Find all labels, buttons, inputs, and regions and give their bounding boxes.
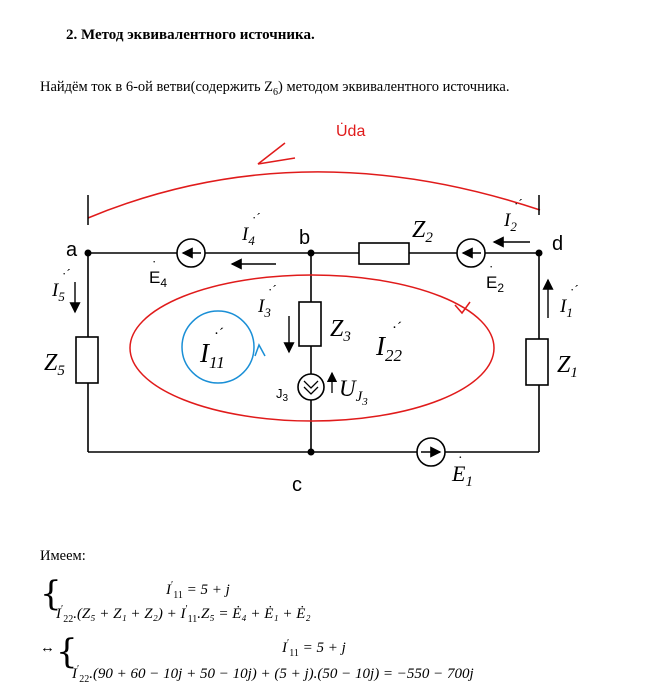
svg-text:·ˊ: ·ˊ <box>514 196 523 211</box>
node-a-dot <box>84 249 92 257</box>
i22-label: I22 <box>375 331 403 365</box>
node-a-label: a <box>66 239 78 261</box>
circuit-diagram: U̇da a b d c Z5 Z3 Z1 Z2 E4 · E2 · E1 · … <box>44 122 579 496</box>
svg-text:·: · <box>489 259 493 274</box>
loop-i22 <box>129 274 495 422</box>
z3-resistor <box>298 301 322 347</box>
i1-label: I1 <box>559 296 573 320</box>
intro-text: Найдём ток в 6-ой ветви(содержить Z6) ме… <box>40 79 510 98</box>
uda-curve <box>87 171 541 219</box>
z5-label: Z5 <box>44 350 65 379</box>
solution-label: Имеем: <box>40 548 86 564</box>
equiv-arrow: ↔ <box>40 640 55 656</box>
z5-resistor <box>75 336 99 384</box>
sys1-eq2: I′22.(Z₅ + Z₁ + Z₂) + I′11.Z₅ = Ė₄ + Ė… <box>56 604 311 625</box>
i2-label: I2 <box>503 210 517 234</box>
sys1-eq1: I′11 = 5 + j <box>166 580 230 601</box>
uda-label: U̇da <box>336 122 365 140</box>
i4-label: I4 <box>241 224 255 248</box>
i11-label: I11 <box>199 338 225 372</box>
svg-text:·: · <box>458 451 463 466</box>
uj3-label: UJ3 <box>339 376 368 408</box>
sys2-eq1: I′11 = 5 + j <box>282 638 346 659</box>
node-c-label: c <box>292 474 302 496</box>
svg-text:·: · <box>152 254 156 269</box>
e2-label: E2 <box>486 273 504 295</box>
svg-text:·ˊ: ·ˊ <box>570 282 579 297</box>
svg-text:·ˊ: ·ˊ <box>252 210 261 225</box>
node-b-dot <box>307 249 315 257</box>
j3-source <box>297 373 325 401</box>
loop-i22-arrow <box>454 301 471 315</box>
svg-text:·ˊ: ·ˊ <box>214 326 224 342</box>
i3-label: I3 <box>257 296 271 320</box>
loop-i11 <box>181 310 255 384</box>
intro-sub: 6 <box>273 86 279 98</box>
e4-label: E4 <box>149 268 167 290</box>
z3-label: Z3 <box>330 316 351 345</box>
z2-resistor <box>358 242 410 265</box>
intro-main: Найдём ток в 6-ой ветви(содержить Z <box>40 79 274 95</box>
svg-text:·ˊ: ·ˊ <box>62 266 71 281</box>
node-c-dot <box>307 448 315 456</box>
svg-text:·ˊ: ·ˊ <box>268 282 277 297</box>
uda-arrowhead <box>257 142 296 165</box>
z1-label: Z1 <box>557 352 578 381</box>
j3-label: J3 <box>276 386 289 404</box>
e1-label: E1 <box>451 461 473 490</box>
loop-i11-arrow <box>254 343 266 357</box>
section-heading: 2. Метод эквивалентного источника. <box>66 27 315 43</box>
node-d-label: d <box>552 233 563 255</box>
node-b-label: b <box>299 227 310 249</box>
sys2-eq2: I′22.(90 + 60 − 10j + 50 − 10j) + (5 + j… <box>72 664 474 685</box>
z2-label: Z2 <box>412 217 433 246</box>
intro-tail: ) методом эквивалентного источника. <box>278 79 510 95</box>
z1-resistor <box>525 338 549 386</box>
node-d-dot <box>535 249 543 257</box>
i5-label: I5 <box>51 280 65 304</box>
svg-text:·ˊ: ·ˊ <box>392 320 402 336</box>
